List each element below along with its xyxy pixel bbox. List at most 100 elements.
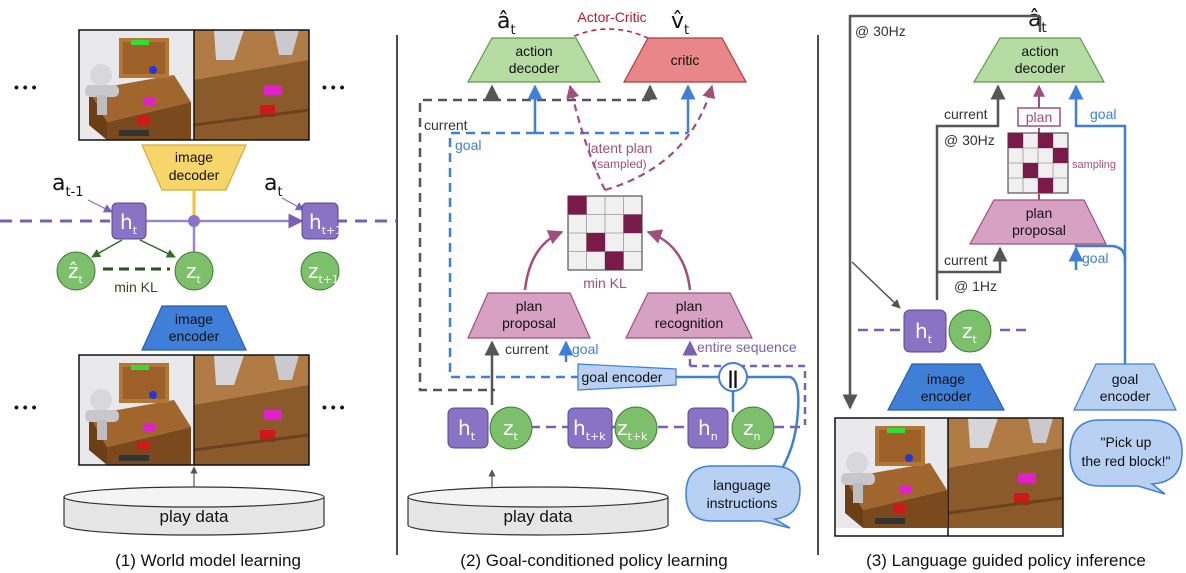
latent-z-t1 <box>300 251 340 291</box>
goal-encoder-block <box>577 363 677 391</box>
svg-text:latent plan: latent plan <box>588 140 653 156</box>
svg-text:goal: goal <box>455 137 481 153</box>
svg-text:current: current <box>944 106 988 122</box>
ellipsis-left-bottom: • • • <box>14 399 37 415</box>
svg-text:ht: ht <box>915 319 933 346</box>
min-kl-label-1: min KL <box>114 279 158 295</box>
svg-text:zt+1: zt+1 <box>308 259 339 286</box>
svg-text:ẑt: ẑt <box>68 259 84 286</box>
svg-text:zt+k: zt+k <box>617 416 648 443</box>
svg-text:@ 30Hz: @ 30Hz <box>944 132 995 148</box>
database-cylinder-icon <box>63 486 325 536</box>
svg-text:sampling: sampling <box>1072 159 1116 171</box>
svg-text:entire sequence: entire sequence <box>697 339 797 355</box>
ellipsis-left-top: • • • <box>14 79 37 95</box>
caption-panel-3: (3) Language guided policy inference <box>866 551 1146 570</box>
panel-world-model: • • • • • • image decoder at-1 at ht ht+… <box>0 28 397 570</box>
plan-recognition-block <box>625 292 753 339</box>
svg-text:min KL: min KL <box>583 275 627 291</box>
svg-text:@ 30Hz: @ 30Hz <box>855 23 906 39</box>
svg-text:goal: goal <box>572 341 598 357</box>
image-encoder-label-2: encoder <box>169 328 220 344</box>
panel-inference: ât @ 30Hz action decoder current @ 30Hz … <box>834 7 1183 570</box>
svg-text:goal encoder: goal encoder <box>582 369 663 385</box>
image-decoder-block <box>141 144 247 191</box>
latent-z-t <box>174 251 214 291</box>
hidden-state-ht-3 <box>903 309 947 353</box>
image-decoder-label-2: decoder <box>169 167 220 183</box>
hidden-state-ht <box>447 407 489 449</box>
panel-policy-learning: ât v̂t Actor-Critic action decoder criti… <box>407 9 807 570</box>
action-decoder-block-3 <box>972 37 1106 83</box>
svg-text:(sampled): (sampled) <box>593 157 646 171</box>
critic-block <box>622 37 748 83</box>
svg-text:decoder: decoder <box>509 60 560 76</box>
caption-panel-1: (1) World model learning <box>115 551 301 570</box>
merge-node <box>188 215 200 227</box>
svg-text:instructions: instructions <box>707 495 778 511</box>
a-hat-label: ât <box>497 9 516 38</box>
svg-text:decoder: decoder <box>1015 60 1066 76</box>
caption-panel-2: (2) Goal-conditioned policy learning <box>460 551 727 570</box>
svg-text:zt: zt <box>962 319 978 346</box>
svg-text:plan: plan <box>676 298 702 314</box>
svg-text:ht+k: ht+k <box>573 416 606 443</box>
svg-text:current: current <box>424 117 468 133</box>
robot-scene-image <box>78 28 311 142</box>
image-encoder-block-3 <box>887 363 1005 411</box>
play-data-label-1: play data <box>160 507 230 526</box>
actor-critic-label: Actor-Critic <box>577 9 646 25</box>
svg-text:plan: plan <box>516 298 542 314</box>
svg-text:hn: hn <box>698 416 718 443</box>
hidden-state-htk <box>567 407 613 449</box>
robot-scene-image <box>834 416 1065 537</box>
action-t-label: at <box>264 171 283 200</box>
svg-text:ht: ht <box>458 416 476 443</box>
hidden-state-hn <box>687 407 729 449</box>
svg-text:zt: zt <box>503 416 519 443</box>
svg-text:"Pick up: "Pick up <box>1101 434 1152 450</box>
action-decoder-block <box>466 37 602 83</box>
hidden-state-ht <box>111 202 147 240</box>
plan-proposal-block <box>467 292 591 339</box>
v-hat-label: v̂t <box>671 9 689 38</box>
plan-grid-icon <box>1007 132 1069 194</box>
latent-z-tk <box>614 406 658 450</box>
image-decoder-label-1: image <box>175 149 213 165</box>
ellipsis-right-top: • • • <box>322 79 345 95</box>
ellipsis-right-bottom: • • • <box>322 399 345 415</box>
plan-grid-icon <box>567 195 643 271</box>
latent-zhat-t <box>56 251 96 291</box>
a-hat-label-3: ât <box>1028 7 1047 36</box>
action-prev-label: at-1 <box>52 171 84 200</box>
plan-proposal-block-3 <box>968 199 1107 245</box>
speech-bubble-icon <box>1069 419 1183 495</box>
latent-z-t-3 <box>948 309 992 353</box>
robot-scene-image <box>78 353 311 467</box>
svg-text:language: language <box>713 477 771 493</box>
svg-text:plan: plan <box>1026 205 1052 221</box>
database-cylinder-icon <box>407 486 669 536</box>
image-encoder-label-1: image <box>175 311 213 327</box>
svg-text:proposal: proposal <box>1012 222 1066 238</box>
svg-text:current: current <box>944 252 988 268</box>
svg-text:zt: zt <box>186 259 202 286</box>
svg-text:goal: goal <box>1090 106 1116 122</box>
svg-text:critic: critic <box>671 52 700 68</box>
svg-text:action: action <box>515 43 552 59</box>
svg-text:goal: goal <box>1082 250 1108 266</box>
svg-text:action: action <box>1021 43 1058 59</box>
image-encoder-block <box>141 305 247 351</box>
svg-text:encoder: encoder <box>1100 388 1151 404</box>
svg-text:proposal: proposal <box>502 315 556 331</box>
svg-text:the red block!": the red block!" <box>1081 453 1170 469</box>
svg-text:play data: play data <box>504 507 574 526</box>
latent-z-t <box>489 406 533 450</box>
svg-text:ht: ht <box>120 210 138 237</box>
svg-text:||: || <box>728 368 738 388</box>
goal-encoder-block-3 <box>1073 363 1177 411</box>
svg-text:plan: plan <box>1026 109 1052 125</box>
svg-text:current: current <box>505 341 549 357</box>
svg-text:@ 1Hz: @ 1Hz <box>954 278 997 294</box>
